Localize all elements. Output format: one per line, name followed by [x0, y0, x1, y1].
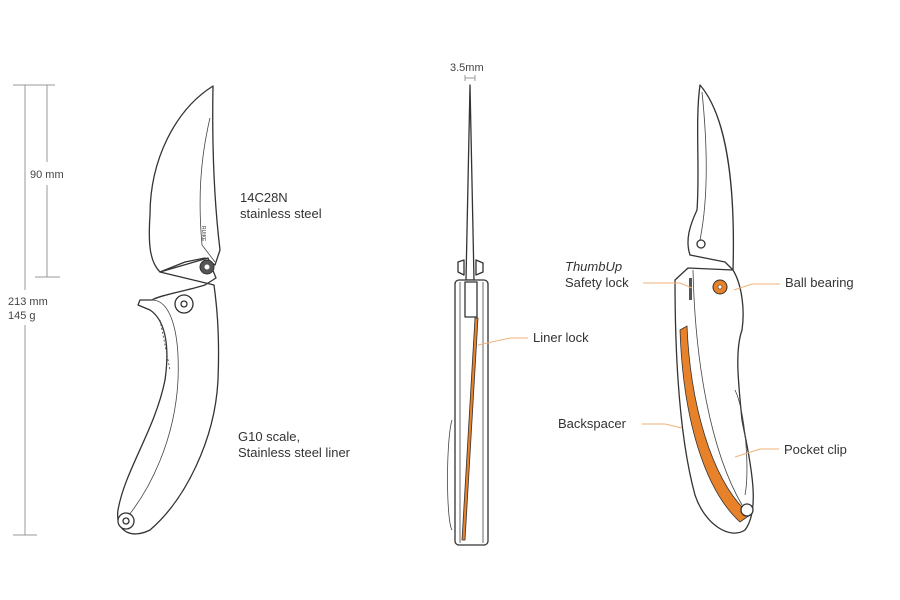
weight-label: 145 g — [8, 310, 36, 322]
dimension-lines — [13, 84, 60, 536]
safety-lock-label: Safety lock — [565, 275, 629, 290]
liner-lock-label: Liner lock — [533, 330, 589, 345]
pocket-clip-label: Pocket clip — [784, 442, 847, 457]
ruike-logo: RUIKE — [200, 226, 206, 242]
blade-steel-sublabel: stainless steel — [240, 206, 322, 221]
backspacer-label: Backspacer — [558, 416, 627, 431]
blade-length-label: 90 mm — [30, 169, 64, 181]
knife-side-view: RUIKE — [117, 85, 221, 535]
ball-bearing-label: Ball bearing — [785, 275, 854, 290]
overall-length-label: 213 mm — [8, 296, 48, 308]
thumbup-label: ThumbUp — [565, 259, 622, 274]
knife-back-view — [674, 84, 754, 534]
handle-liner-label: Stainless steel liner — [238, 445, 351, 460]
handle-material-label: G10 scale, — [238, 429, 300, 444]
thickness-label: 3.5mm — [450, 62, 484, 74]
knife-spine-view — [447, 75, 489, 546]
blade-steel-label: 14C28N — [240, 190, 288, 205]
